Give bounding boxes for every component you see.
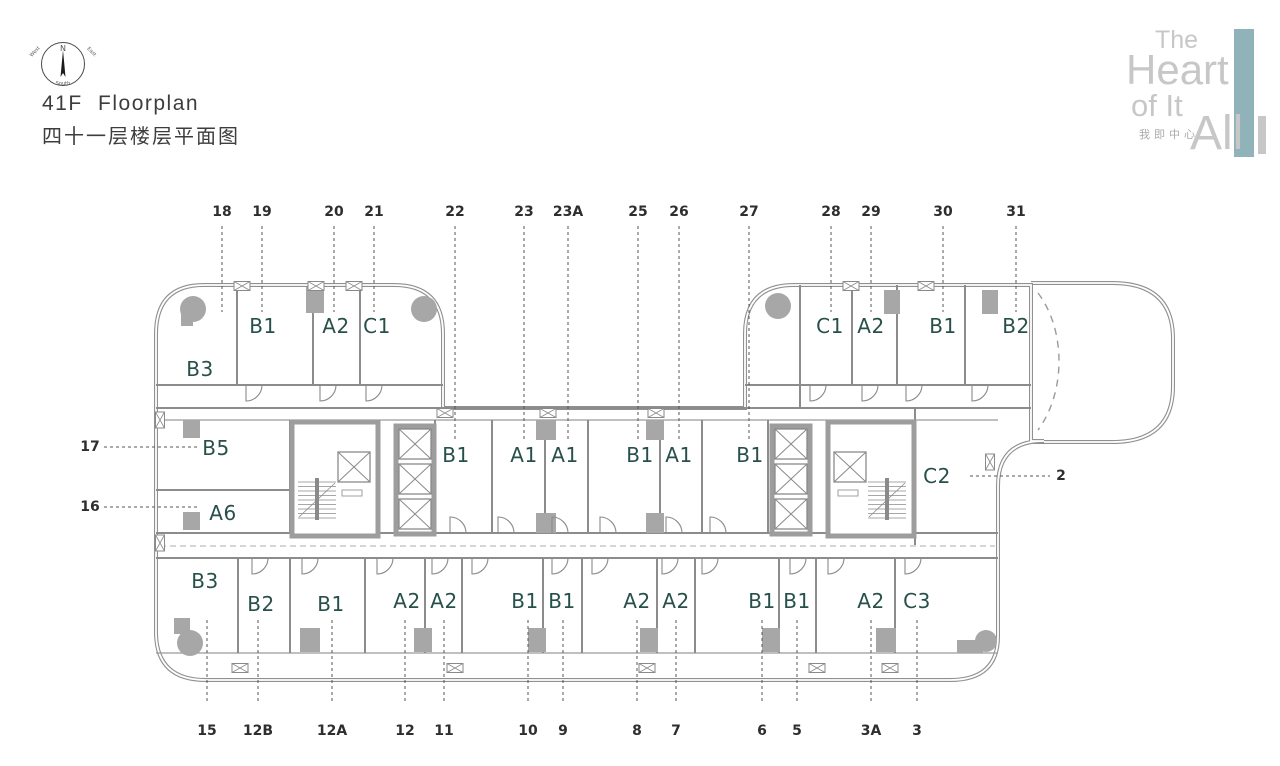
page-title: 41F Floorplan	[42, 92, 200, 115]
callout-number: 25	[628, 204, 648, 220]
unit-label: A1	[510, 443, 538, 467]
callout-number: 3A	[860, 723, 882, 739]
compass-north-label: N	[60, 44, 66, 53]
callout-number: 12B	[242, 723, 274, 739]
callout-number: 19	[252, 204, 272, 220]
callout-number: 12	[395, 723, 415, 739]
callout-number: 2	[1056, 468, 1066, 484]
unit-label: B1	[249, 314, 277, 338]
callout-number: 10	[518, 723, 538, 739]
unit-label: A2	[857, 314, 885, 338]
future-extension	[1031, 281, 1175, 444]
unit-label: B1	[511, 589, 539, 613]
logo-text-heart: Heart	[1126, 46, 1229, 93]
elevator-bank-left	[393, 423, 437, 537]
unit-label: B2	[1002, 314, 1030, 338]
unit-label: C1	[816, 314, 844, 338]
logo-tagline: 我即中心	[1139, 128, 1199, 141]
unit-label: B1	[783, 589, 811, 613]
callout-number: 6	[757, 723, 767, 739]
door-arcs	[245, 384, 989, 575]
logo-text-all: All	[1190, 107, 1244, 160]
unit-label: B1	[929, 314, 957, 338]
unit-label: A2	[430, 589, 458, 613]
compass-icon: N West East South	[29, 42, 98, 87]
unit-label: A1	[551, 443, 579, 467]
unit-label: C1	[363, 314, 391, 338]
callout-number: 5	[792, 723, 802, 739]
columns	[174, 287, 998, 656]
callout-number: 27	[739, 204, 759, 220]
callout-number: 16	[80, 499, 100, 515]
callout-number: 7	[671, 723, 681, 739]
unit-label: B5	[202, 436, 230, 460]
unit-label: A2	[393, 589, 421, 613]
callout-number: 31	[1006, 204, 1026, 220]
callout-number: 15	[197, 723, 217, 739]
logo-text-the: The	[1155, 26, 1199, 54]
unit-label: B2	[247, 592, 275, 616]
leader-lines	[104, 226, 1050, 703]
callout-number: 8	[632, 723, 642, 739]
stair-core-left	[289, 419, 381, 539]
logo-gray-bar	[1258, 116, 1266, 154]
unit-label: B1	[626, 443, 654, 467]
unit-label: B1	[736, 443, 764, 467]
callout-number: 11	[434, 723, 454, 739]
logo-accent-bar	[1234, 29, 1254, 157]
callout-number: 21	[364, 204, 384, 220]
compass-south-label: South	[55, 81, 71, 87]
callout-number: 29	[861, 204, 881, 220]
callout-number: 12A	[316, 723, 348, 739]
unit-label: B1	[548, 589, 576, 613]
callout-number: 17	[80, 439, 100, 455]
unit-label: A6	[209, 501, 237, 525]
callout-number: 28	[821, 204, 841, 220]
callout-number: 23A	[552, 204, 584, 220]
unit-label: A2	[322, 314, 350, 338]
outer-boundary	[154, 283, 1045, 682]
callout-number: 20	[324, 204, 344, 220]
unit-label: A2	[623, 589, 651, 613]
unit-label: B1	[442, 443, 470, 467]
callout-number: 23	[514, 204, 534, 220]
unit-label: B3	[186, 357, 214, 381]
compass-needle-icon	[60, 50, 66, 77]
elevator-bank-right	[769, 423, 813, 537]
callout-number: 26	[669, 204, 689, 220]
unit-label: A2	[662, 589, 690, 613]
page-title-chinese: 四十一层楼层平面图	[42, 124, 240, 148]
callout-number: 18	[212, 204, 232, 220]
unit-label: A2	[857, 589, 885, 613]
callout-number: 30	[933, 204, 953, 220]
callout-number: 22	[445, 204, 465, 220]
unit-label: B1	[317, 592, 345, 616]
logo-text-of-it: of It	[1131, 88, 1183, 123]
unit-label: B1	[748, 589, 776, 613]
unit-label: C3	[903, 589, 931, 613]
stair-core-right	[825, 419, 917, 539]
callout-number: 9	[558, 723, 568, 739]
unit-label: B3	[191, 569, 219, 593]
unit-label: C2	[923, 464, 951, 488]
future-phase-dashed-arc	[1037, 292, 1060, 431]
unit-label: A1	[665, 443, 693, 467]
callout-number: 3	[912, 723, 922, 739]
